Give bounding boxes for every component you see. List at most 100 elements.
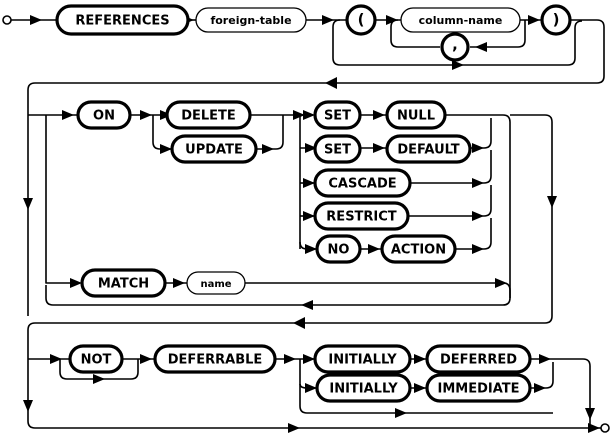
rail-default-merge [470,118,492,149]
delete-box[interactable] [165,100,252,130]
node-rparen[interactable]: ) [540,4,572,36]
node-foreign-table[interactable]: foreign-table [195,7,307,33]
deferred-label: DEFERRED [440,353,517,368]
node-deferred[interactable]: DEFERRED [425,344,532,374]
node-deferrable[interactable]: DEFERRABLE [153,344,277,374]
rail-row1-wrap [27,82,597,108]
arrow-on-out [140,110,152,120]
initially-immediate-box[interactable] [315,373,412,403]
node-on[interactable]: ON [76,100,132,130]
action-label: ACTION [391,243,446,258]
rail-initially-choice-bar [299,359,553,414]
arrow-restrict-merge [472,211,484,221]
null-box[interactable] [385,100,447,130]
arrow-to-not [50,354,62,364]
rail-comma-loop-left [390,19,440,48]
rail-restrict-merge [408,185,492,217]
node-set-default-set[interactable]: SET [313,134,362,164]
delete-label: DELETE [181,109,236,124]
no-label: NO [328,243,350,258]
cascade-box[interactable] [313,168,412,198]
match-box[interactable] [80,268,167,298]
initially-deferred-box[interactable] [313,344,412,374]
not-label: NOT [81,353,112,368]
not-box[interactable] [68,344,124,374]
immediate-label: IMMEDIATE [437,382,519,397]
foreign-table-box[interactable] [195,7,307,33]
arrow-row1-wrap [325,77,337,89]
arrow-to-no [305,244,317,254]
row-3-nodes: NOT DEFERRABLE INITIALLY DEFERRED INITIA… [68,344,532,403]
node-default[interactable]: DEFAULT [385,134,472,164]
set-default-set-box[interactable] [313,134,362,164]
no-box[interactable] [315,234,362,264]
name-label: name [200,279,231,290]
references-box[interactable] [55,4,190,36]
arrow-to-set-null [303,110,315,120]
node-initially-immediate[interactable]: INITIALLY [315,373,412,403]
node-match[interactable]: MATCH [80,268,167,298]
default-box[interactable] [385,134,472,164]
arrow-comma-loop [475,42,487,52]
rail-to-match [45,115,80,284]
comma-box[interactable] [440,32,470,62]
row-1-track [2,15,605,108]
column-name-label: column-name [419,14,503,27]
restrict-label: RESTRICT [326,210,397,225]
set-default-set-label: SET [324,143,351,158]
deferrable-box[interactable] [153,344,277,374]
node-null[interactable]: NULL [385,100,447,130]
node-comma[interactable]: , [440,32,470,62]
deferred-box[interactable] [425,344,532,374]
rail-action-merge [455,218,492,250]
column-name-box[interactable] [400,7,521,33]
node-immediate[interactable]: IMMEDIATE [425,373,532,403]
rail-onclause-out [491,114,511,298]
immediate-box[interactable] [425,373,532,403]
restrict-box[interactable] [313,201,410,231]
arrow-not-bypass [93,374,105,384]
arrow-cascade-merge [472,178,484,188]
node-delete[interactable]: DELETE [165,100,252,130]
set-null-set-box[interactable] [313,100,362,130]
arrow-initially-to-immediate [414,383,426,393]
node-restrict[interactable]: RESTRICT [313,201,410,231]
node-update[interactable]: UPDATE [170,134,258,164]
on-box[interactable] [76,100,132,130]
node-cascade[interactable]: CASCADE [313,168,412,198]
initially-immediate-label: INITIALLY [329,382,398,397]
node-name[interactable]: name [186,271,246,295]
arrow-row2-repeat-loop [301,300,313,310]
rparen-box[interactable] [540,4,572,36]
arrow-row2-left-main [23,198,33,210]
arrow-lparen-to-colname [386,15,398,25]
default-label: DEFAULT [397,143,459,158]
arrow-initially-bypass [395,408,407,418]
name-box[interactable] [186,271,246,295]
rail-row2-repeat-loop [45,285,511,306]
rail-name-out [245,282,511,298]
arrow-not-to-deferrable [140,354,152,364]
action-box[interactable] [380,234,457,264]
node-column-name[interactable]: column-name [400,7,521,33]
node-action[interactable]: ACTION [380,234,457,264]
initially-deferred-label: INITIALLY [328,353,397,368]
node-not[interactable]: NOT [68,344,124,374]
arrow-ftable-to-lparen [322,15,334,25]
update-box[interactable] [170,134,258,164]
references-label: REFERENCES [75,14,169,29]
lparen-box[interactable] [345,4,377,36]
arrow-match-to-name [173,278,185,288]
arrow-colname-to-rparen [528,15,540,25]
arrow-end [588,423,600,433]
arrow-name-out [495,278,507,288]
node-initially-deferred[interactable]: INITIALLY [313,344,412,374]
node-no[interactable]: NO [315,234,362,264]
node-references[interactable]: REFERENCES [55,4,190,36]
node-lparen[interactable]: ( [345,4,377,36]
cascade-label: CASCADE [328,177,396,192]
node-set-null-set[interactable]: SET [313,100,362,130]
end-circle-icon [600,423,610,433]
match-label: MATCH [98,277,149,292]
arrow-to-initially-immediate [305,383,317,393]
